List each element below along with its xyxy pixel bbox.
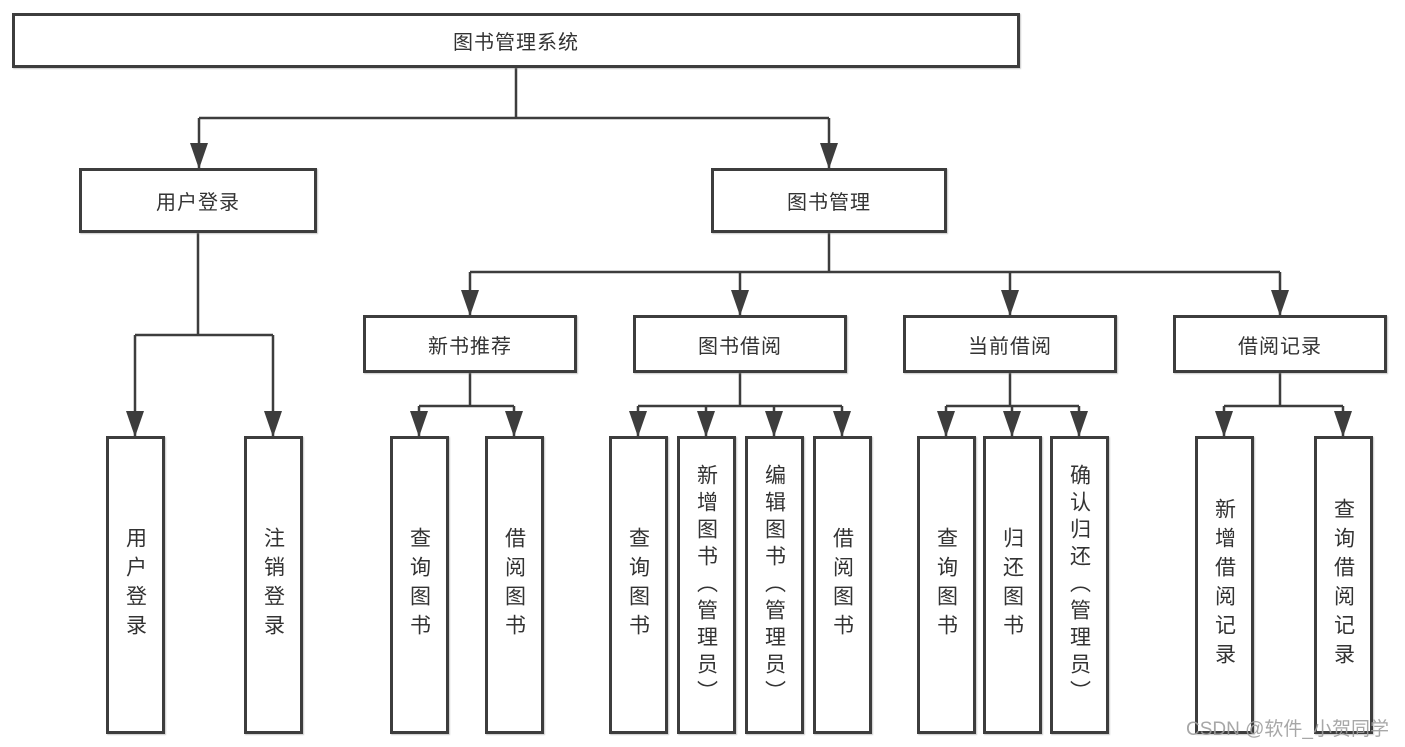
- leaf-user-login: 用户登录: [105, 436, 165, 734]
- node-book-borrowing: 图书借阅: [633, 315, 847, 373]
- leaf-query-books-3-label: 查询图书: [934, 527, 958, 643]
- leaf-add-borrow-record: 新增借阅记录: [1194, 436, 1254, 734]
- node-new-book-recommendation: 新书推荐: [363, 315, 577, 373]
- leaf-query-borrow-record: 查询借阅记录: [1313, 436, 1373, 734]
- leaf-user-login-label: 用户登录: [123, 527, 147, 643]
- leaf-return-books-label: 归还图书: [1000, 527, 1024, 643]
- leaf-borrow-books-2-label: 借阅图书: [830, 527, 854, 643]
- node-current-borrowing-label: 当前借阅: [968, 335, 1052, 358]
- leaf-query-books-1-label: 查询图书: [407, 527, 431, 643]
- leaf-add-book-admin: 新增图书（管理员）: [676, 436, 736, 734]
- node-user-login-label: 用户登录: [156, 192, 240, 214]
- node-borrowing-records-label: 借阅记录: [1238, 335, 1322, 358]
- leaf-borrow-books-1-label: 借阅图书: [502, 527, 526, 643]
- leaf-query-books-1: 查询图书: [389, 436, 449, 734]
- leaf-query-books-2: 查询图书: [608, 436, 668, 734]
- leaf-edit-book-admin-label: 编辑图书（管理员）: [762, 463, 786, 707]
- leaf-confirm-return-admin-label: 确认归还（管理员）: [1067, 463, 1091, 707]
- leaf-confirm-return-admin: 确认归还（管理员）: [1049, 436, 1109, 734]
- leaf-borrow-books-1: 借阅图书: [484, 436, 544, 734]
- leaf-borrow-books-2: 借阅图书: [812, 436, 872, 734]
- node-book-borrowing-label: 图书借阅: [698, 335, 782, 358]
- leaf-edit-book-admin: 编辑图书（管理员）: [744, 436, 804, 734]
- leaf-logout-label: 注销登录: [261, 527, 285, 643]
- csdn-watermark: CSDN @软件_小贺同学: [1186, 719, 1389, 740]
- leaf-query-books-3: 查询图书: [916, 436, 976, 734]
- leaf-return-books: 归还图书: [982, 436, 1042, 734]
- node-book-management: 图书管理: [711, 168, 947, 233]
- node-user-login: 用户登录: [79, 168, 317, 233]
- leaf-logout: 注销登录: [243, 436, 303, 734]
- leaf-query-borrow-record-label: 查询借阅记录: [1331, 498, 1355, 672]
- leaf-query-books-2-label: 查询图书: [626, 527, 650, 643]
- node-root: 图书管理系统: [12, 13, 1020, 68]
- node-current-borrowing: 当前借阅: [903, 315, 1117, 373]
- leaf-add-borrow-record-label: 新增借阅记录: [1212, 498, 1236, 672]
- node-book-management-label: 图书管理: [787, 192, 871, 214]
- node-root-label: 图书管理系统: [453, 32, 579, 54]
- node-borrowing-records: 借阅记录: [1173, 315, 1387, 373]
- leaf-add-book-admin-label: 新增图书（管理员）: [694, 463, 718, 707]
- node-new-book-recommendation-label: 新书推荐: [428, 335, 512, 358]
